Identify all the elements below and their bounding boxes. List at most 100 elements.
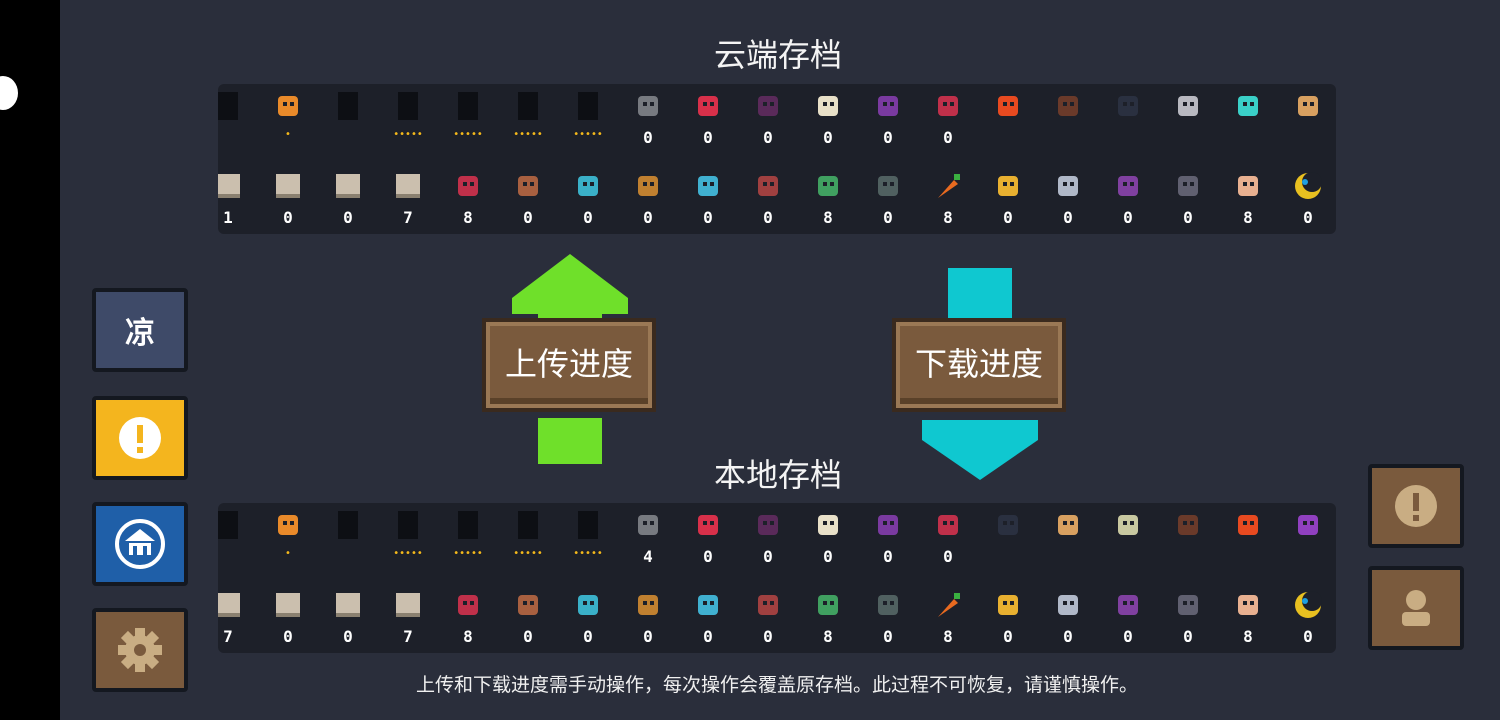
item-count: 8 (463, 627, 473, 646)
red-demon-icon (932, 90, 964, 122)
community-button[interactable] (92, 502, 188, 586)
parchment-icon (218, 170, 244, 202)
upload-progress-button[interactable]: 上传进度 (482, 318, 656, 412)
star-rating: ••••• (573, 129, 603, 140)
item-slot (1040, 503, 1096, 571)
red-slime-icon (692, 509, 724, 541)
item-count: 0 (583, 208, 593, 227)
silhouette-icon (512, 90, 544, 122)
item-slot: 1 (218, 164, 256, 232)
item-slot (1220, 503, 1276, 571)
item-slot: 0 (560, 164, 616, 232)
item-count: 0 (1063, 208, 1073, 227)
item-count: 0 (1003, 627, 1013, 646)
grey-cat-icon (1172, 90, 1204, 122)
item-count: 0 (703, 627, 713, 646)
item-count: 0 (943, 128, 953, 147)
black-cat-icon (1112, 90, 1144, 122)
edge-handle[interactable] (0, 76, 18, 110)
stick-icon (1052, 90, 1084, 122)
item-slot: 8 (440, 583, 496, 651)
gold-figure-icon (992, 170, 1024, 202)
scroll-paper-icon (812, 90, 844, 122)
item-slot: 0 (320, 583, 376, 651)
cyan-cat-icon (1232, 90, 1264, 122)
upload-progress-label: 上传进度 (504, 345, 633, 383)
download-progress-button[interactable]: 下载进度 (892, 318, 1066, 412)
silver-crown-icon (1052, 170, 1084, 202)
notice-button[interactable] (92, 396, 188, 480)
item-slot: 8 (800, 164, 856, 232)
robot-head-icon (1172, 170, 1204, 202)
star-rating: • (285, 548, 291, 559)
item-slot: 0 (740, 503, 796, 571)
parchment-icon (272, 589, 304, 621)
item-slot: 0 (740, 84, 796, 152)
settings-button[interactable] (92, 608, 188, 692)
silhouette-icon (392, 90, 424, 122)
robot-box-icon (512, 589, 544, 621)
pixel-text-button[interactable]: 凉 (92, 288, 188, 372)
exclamation-icon (1372, 468, 1460, 544)
item-slot: ••••• (560, 503, 616, 571)
item-slot: 0 (1040, 164, 1096, 232)
item-slot: ••••• (440, 503, 496, 571)
item-slot: 0 (980, 583, 1036, 651)
item-slot: ••••• (380, 503, 436, 571)
item-slot (1160, 84, 1216, 152)
item-count: 0 (943, 547, 953, 566)
item-count: 8 (943, 627, 953, 646)
item-count: 0 (643, 208, 653, 227)
gadget-icon (752, 170, 784, 202)
carrot-icon (932, 170, 964, 202)
parchment-icon (272, 170, 304, 202)
item-count: 8 (1243, 208, 1253, 227)
carrot-icon (932, 589, 964, 621)
profile-button[interactable] (1368, 566, 1464, 650)
item-slot (1280, 503, 1336, 571)
temple-logo-icon (96, 506, 184, 582)
item-slot: 7 (380, 583, 436, 651)
item-count: 0 (1303, 208, 1313, 227)
right-notice-button[interactable] (1368, 464, 1464, 548)
parchment-icon (332, 589, 364, 621)
item-slot (1220, 84, 1276, 152)
item-slot: 8 (440, 164, 496, 232)
local-save-title: 本地存档 (713, 456, 842, 494)
item-slot: 8 (920, 164, 976, 232)
miner-knight-icon (272, 90, 304, 122)
item-count: 0 (583, 627, 593, 646)
item-slot: 0 (500, 164, 556, 232)
item-slot: 8 (800, 583, 856, 651)
item-slot: ••••• (380, 84, 436, 152)
parchment-icon (392, 589, 424, 621)
fire-wing-icon (1232, 509, 1264, 541)
item-slot (218, 84, 256, 152)
item-slot: 0 (560, 583, 616, 651)
item-slot: 0 (740, 164, 796, 232)
item-slot: 0 (680, 84, 736, 152)
item-slot: 0 (1100, 583, 1156, 651)
item-slot: 0 (920, 503, 976, 571)
silhouette-icon (572, 90, 604, 122)
item-slot: 0 (1160, 583, 1216, 651)
pixel-text-label: 凉 (125, 316, 155, 351)
gadget-icon (752, 589, 784, 621)
item-slot (218, 503, 256, 571)
purple-demon-icon (872, 90, 904, 122)
item-count: 0 (883, 128, 893, 147)
cloud-save-title: 云端存档 (713, 36, 842, 74)
item-slot: 0 (680, 583, 736, 651)
item-count: 0 (703, 208, 713, 227)
owl-icon (1112, 509, 1144, 541)
item-count: 0 (883, 208, 893, 227)
silhouette-icon (452, 90, 484, 122)
item-count: 0 (523, 208, 533, 227)
item-slot (1100, 84, 1156, 152)
item-count: 0 (1123, 627, 1133, 646)
green-turret-icon (812, 170, 844, 202)
item-count: 4 (643, 547, 653, 566)
